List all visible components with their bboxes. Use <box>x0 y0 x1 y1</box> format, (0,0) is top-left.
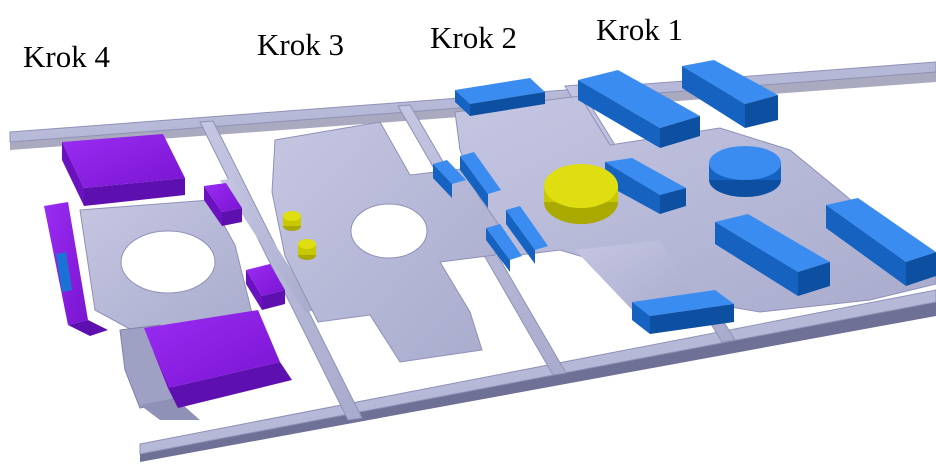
step-label-3: Krok 3 <box>257 27 344 62</box>
step-3-components <box>283 211 316 260</box>
step-2-components <box>433 78 618 272</box>
step-label-4: Krok 4 <box>23 39 110 74</box>
step-label-2: Krok 2 <box>430 20 517 55</box>
pad-hole-step-4 <box>120 230 216 294</box>
step-1-components <box>578 60 936 334</box>
step-label-1: Krok 1 <box>596 12 683 47</box>
pad-hole-step-3 <box>350 203 428 259</box>
step-4-components <box>44 134 292 408</box>
